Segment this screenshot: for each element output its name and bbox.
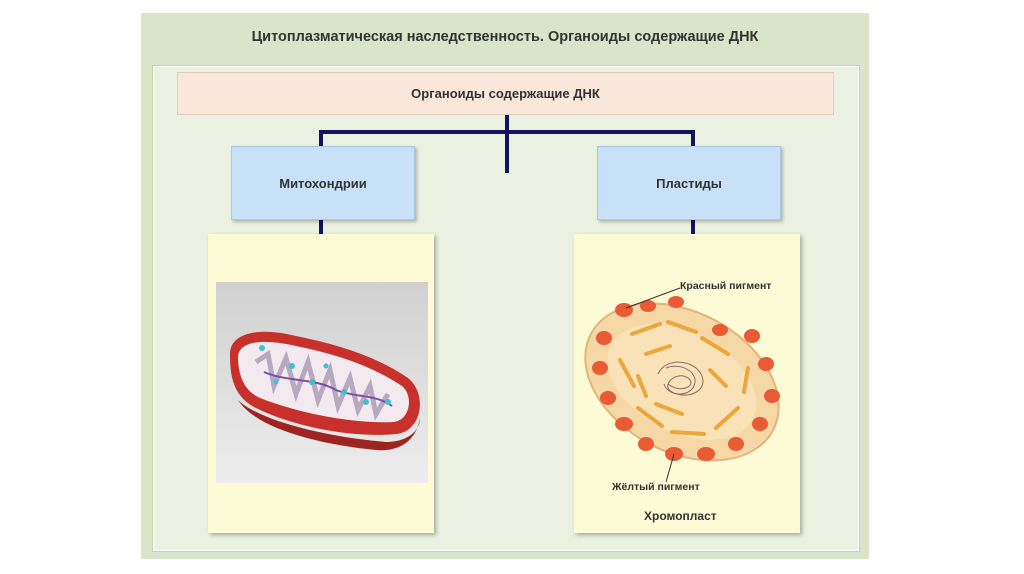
mitochondria-node: Митохондрии (231, 146, 415, 220)
connector-left-card (319, 220, 323, 234)
chromoplast-caption: Хромопласт (644, 509, 717, 523)
connector-trunk-top (505, 115, 509, 173)
plastids-node: Пластиды (597, 146, 781, 220)
red-pigment-label: Красный пигмент (680, 280, 772, 292)
slide-title: Цитоплазматическая наследственность. Орг… (251, 29, 759, 45)
root-node: Органоиды содержащие ДНК (177, 72, 834, 115)
chromoplast-image (584, 287, 780, 483)
connector-horizontal (319, 130, 695, 134)
mitochondrion-image (216, 282, 428, 483)
connector-left-down (319, 130, 323, 147)
yellow-pigment-label: Жёлтый пигмент (612, 481, 700, 493)
connector-right-card (691, 220, 695, 234)
connector-right-down (691, 130, 695, 147)
